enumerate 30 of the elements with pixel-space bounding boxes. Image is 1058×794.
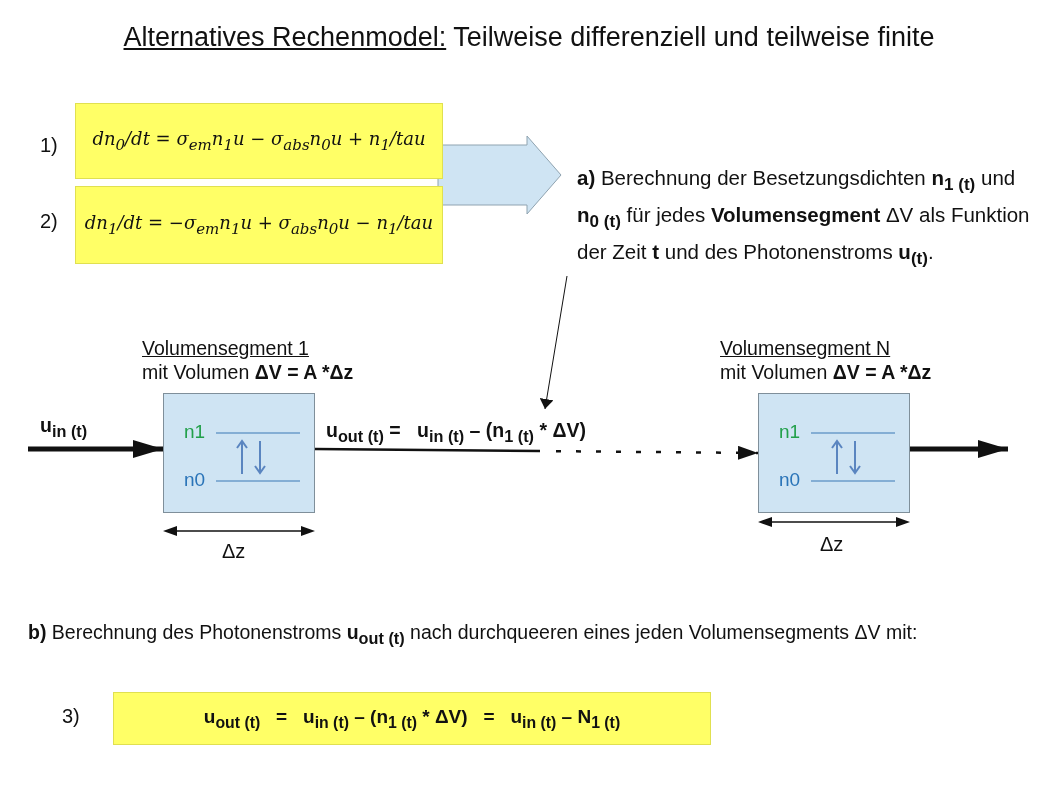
level-label: n0 <box>184 469 206 491</box>
equation-number: 2) <box>40 210 58 233</box>
level-label: n0 <box>779 469 801 491</box>
level-label: n1 <box>184 421 206 443</box>
paragraph: a) Berechnung der Besetzungsdichten n$_{1 (t)}$ und n$_{0 (t)}$ für jedes Volumensegment ΔV als Funktion der Zeit t und des Photonenstroms u$_{(t)}$. <box>577 165 1031 271</box>
arrow <box>315 445 758 460</box>
segment-box <box>163 393 315 513</box>
equation-number: 3) <box>62 705 80 728</box>
segment-subheading: mit Volumen ΔV = A *Δz <box>720 360 932 384</box>
segment-box <box>758 393 910 513</box>
title: Alternatives Rechenmodel: Teilweise differenziell und teilweise finite <box>122 22 936 53</box>
segment-heading: Volumensegment 1 <box>142 336 309 360</box>
edge-label: u$_{out (t)}$ = u$_{in (t)}$ – (n$_{1 (t)}$ * ΔV) <box>326 419 586 446</box>
equation: dn$_{0}$/dt = σ$_{em}$n$_{1}$u − σ$_{abs}$n$_{0}$u + n$_{1}$/tau <box>92 128 426 154</box>
equation: dn$_{1}$/dt = −σ$_{em}$n$_{1}$u + σ$_{abs}$n$_{0}$u − n$_{1}$/tau <box>84 212 434 238</box>
arrow <box>28 440 163 458</box>
paragraph: b) Berechnung des Photonenstroms u$_{out (t)}$ nach durchqueeren eines jeden Volumensegments ΔV mit: <box>28 620 919 649</box>
dimension-label: Δz <box>820 533 844 556</box>
equation-box <box>113 692 711 745</box>
leader-line <box>539 275 568 410</box>
equation-box <box>75 103 443 179</box>
equation-number: 1) <box>40 134 58 157</box>
equation-box <box>75 186 443 264</box>
equation: u$_{out (t)}$ = u$_{in (t)}$ – (n$_{1 (t)}$ * ΔV) = u$_{in (t)}$ – N$_{1 (t)}$ <box>203 705 621 732</box>
level-label: n1 <box>779 421 801 443</box>
block-arrow <box>437 135 562 215</box>
segment-heading: Volumensegment N <box>720 336 891 360</box>
arrow <box>910 440 1008 458</box>
segment-subheading: mit Volumen ΔV = A *Δz <box>142 360 354 384</box>
dimension-label: Δz <box>222 540 246 563</box>
